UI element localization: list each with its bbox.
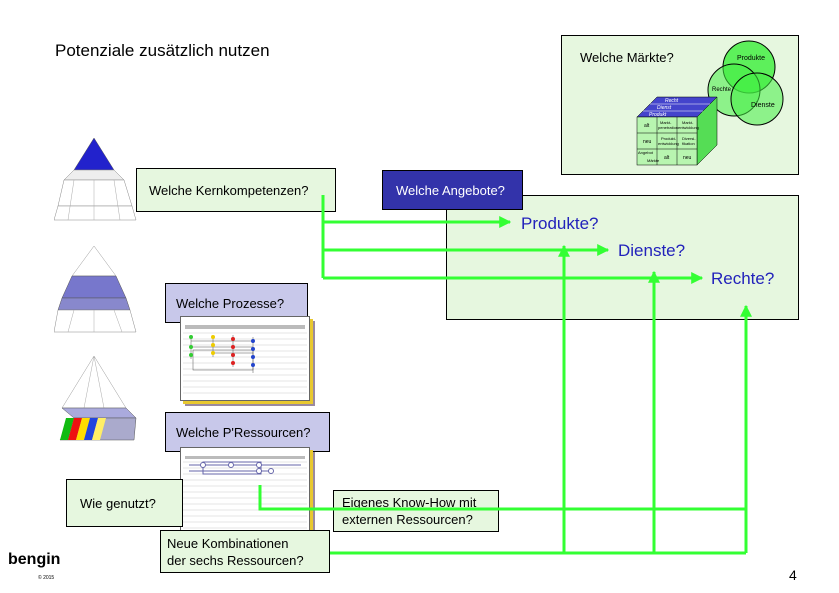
pyramid-prozesse [54, 245, 137, 333]
angebote-question: Welche Angebote? [396, 182, 505, 198]
genutzt-question: Wie genutzt? [80, 495, 156, 511]
cube-top-label-1: Dienst [657, 105, 672, 111]
offer-dienste: Dienste? [618, 241, 686, 260]
knowhow-question-line2: externen Ressourcen? [342, 512, 473, 527]
venn-label-dienste: Dienste [751, 102, 775, 109]
kombination-question-line2: der sechs Ressourcen? [167, 552, 304, 568]
venn-label-rechte: Rechte [712, 87, 732, 93]
cube-cell-diversifikation: Diversi-fikation [682, 136, 696, 146]
process-chart-thumbnail [180, 316, 310, 401]
offer-produkte: Produkte? [521, 214, 599, 233]
kernkompetenzen-question: Welche Kernkompetenzen? [149, 182, 309, 198]
markets-venn-cube-diagram: Produkte Rechte Dienste Recht Dienst Pro… [636, 40, 784, 166]
venn-circle-dienste [730, 72, 784, 126]
cube-axis-angebot: Angebot [638, 150, 654, 155]
logo: bengin [8, 551, 61, 568]
pyramid-kernkompetenzen [54, 137, 137, 221]
knowhow-question-line1: Eigenes Know-How mit [342, 495, 477, 510]
prozesse-question: Welche Prozesse? [176, 295, 285, 311]
genutzt-box: Wie genutzt? [66, 479, 183, 527]
markets-question: Welche Märkte? [580, 50, 674, 65]
cube-top-label-2: Produkt [649, 112, 667, 118]
kernkompetenzen-box: Welche Kernkompetenzen? [136, 168, 336, 212]
venn-label-produkte: Produkte [737, 55, 765, 62]
kombination-box: Neue Kombinationen der sechs Ressourcen? [160, 530, 330, 573]
cube-top-label-0: Recht [665, 98, 679, 104]
cube-col-neu: neu [683, 155, 692, 161]
pyramid-ressourcen [59, 355, 137, 441]
cube-cell-produktentwicklung: Produkt-entwicklung [658, 136, 679, 146]
offers-panel [446, 195, 799, 320]
ressourcen-box: Welche P'Ressourcen? [165, 412, 330, 452]
cube-row-label-neu: neu [643, 139, 652, 145]
offer-rechte: Rechte? [711, 269, 775, 288]
ressourcen-question: Welche P'Ressourcen? [176, 424, 311, 440]
knowhow-box: Eigenes Know-How mit externen Ressourcen… [333, 490, 499, 532]
page-number: 4 [789, 567, 797, 583]
resource-chart-thumbnail [180, 447, 310, 534]
cube-cell-marktentwicklung: Markt-entwicklung [678, 120, 699, 130]
kombination-question-line1: Neue Kombinationen [167, 535, 289, 551]
copyright: © 2015 [38, 575, 55, 581]
angebote-question-box: Welche Angebote? [382, 170, 523, 210]
cube-col-alt: alt [664, 155, 670, 161]
pyramids-illustration [54, 137, 137, 441]
cube-cell-penetration: Markt-penetration [658, 120, 678, 130]
cube-axis-maerkte: Märkte [647, 158, 660, 163]
cube-row-label-alt: alt [644, 123, 650, 129]
strategy-cube: Recht Dienst Produkt alt neu Markt-penet… [636, 96, 718, 166]
arrow-knowhow-line [258, 485, 746, 511]
page-title: Potenziale zusätzlich nutzen [55, 41, 270, 60]
